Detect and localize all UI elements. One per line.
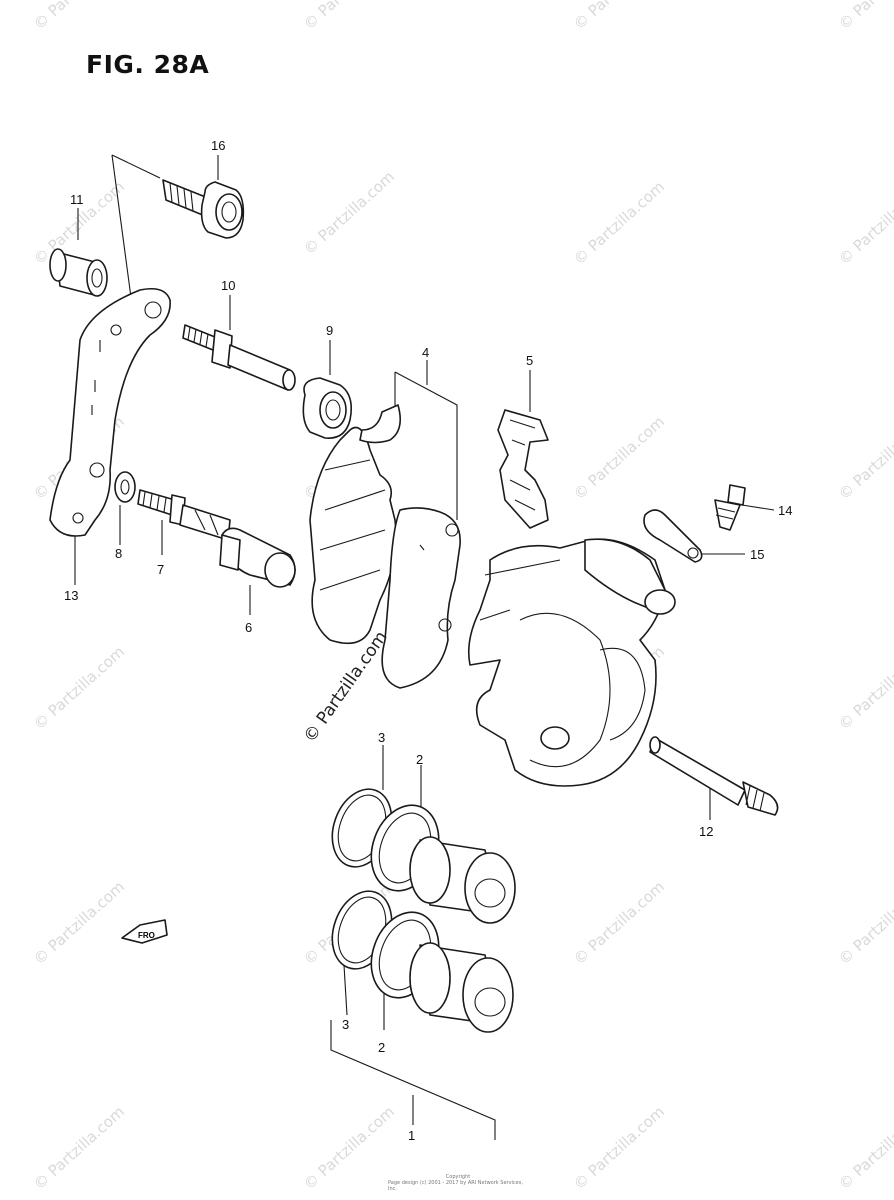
part-15-cap	[643, 509, 703, 563]
piston-set-upper	[331, 788, 516, 924]
footer-copyright: Copyright Page design (c) 2001 - 2017 by…	[388, 1174, 528, 1192]
part-13-bracket	[49, 287, 171, 537]
part-11-sleeve	[49, 248, 108, 297]
callout-10: 10	[221, 278, 236, 293]
callout-11: 11	[70, 192, 84, 207]
callout-14: 14	[778, 503, 793, 518]
callout-7: 7	[157, 562, 165, 577]
part-14-bleeder	[714, 484, 746, 531]
front-arrow-icon	[121, 919, 168, 944]
part-16-bolt	[162, 179, 245, 239]
callout-4: 4	[422, 345, 430, 360]
callout-2-lower: 2	[378, 1040, 386, 1055]
footer-line-2: Page design (c) 2001 - 2017 by ARI Netwo…	[388, 1180, 523, 1192]
callout-9: 9	[326, 323, 334, 338]
part-5-clip	[497, 409, 549, 529]
callout-2-upper: 2	[416, 752, 424, 767]
callout-3-upper: 3	[378, 730, 386, 745]
callout-6: 6	[245, 620, 253, 635]
callout-12: 12	[699, 824, 714, 839]
callout-16: 16	[211, 138, 226, 153]
part-9-bushing	[302, 377, 353, 439]
front-arrow-label: FRO	[138, 931, 155, 940]
callout-8: 8	[115, 546, 123, 561]
part-4-pads	[309, 404, 461, 689]
figure-title: FIG. 28A	[86, 50, 210, 79]
part-10-pin	[182, 324, 296, 391]
caliper-body	[467, 538, 676, 787]
piston-set-lower	[331, 890, 514, 1033]
part-8-washer	[114, 471, 136, 503]
callout-5: 5	[526, 353, 534, 368]
callout-13: 13	[64, 588, 79, 603]
callout-15: 15	[750, 547, 765, 562]
part-6-pin	[219, 527, 296, 588]
callout-1: 1	[408, 1128, 416, 1143]
part-7-pin	[137, 489, 231, 541]
part-12-bolt	[649, 736, 779, 816]
leader-lines	[74, 154, 775, 1140]
callout-3-lower: 3	[342, 1017, 350, 1032]
footer-line-1: Copyright	[445, 1174, 471, 1180]
